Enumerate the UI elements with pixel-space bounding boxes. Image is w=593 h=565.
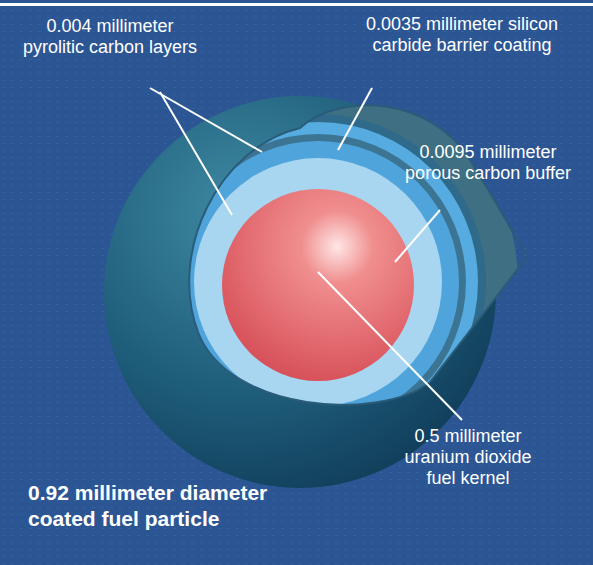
layer-label: 0.0035 millimeter silicon carbide barrie… xyxy=(362,14,562,56)
layer-label: 0.004 millimeter pyrolitic carbon layers xyxy=(20,16,200,58)
layer-label: 0.0095 millimeter porous carbon buffer xyxy=(398,142,578,184)
caption: 0.92 millimeter diameter coated fuel par… xyxy=(28,480,303,532)
kernel-label: 0.5 millimeter uranium dioxide fuel kern… xyxy=(388,426,548,489)
